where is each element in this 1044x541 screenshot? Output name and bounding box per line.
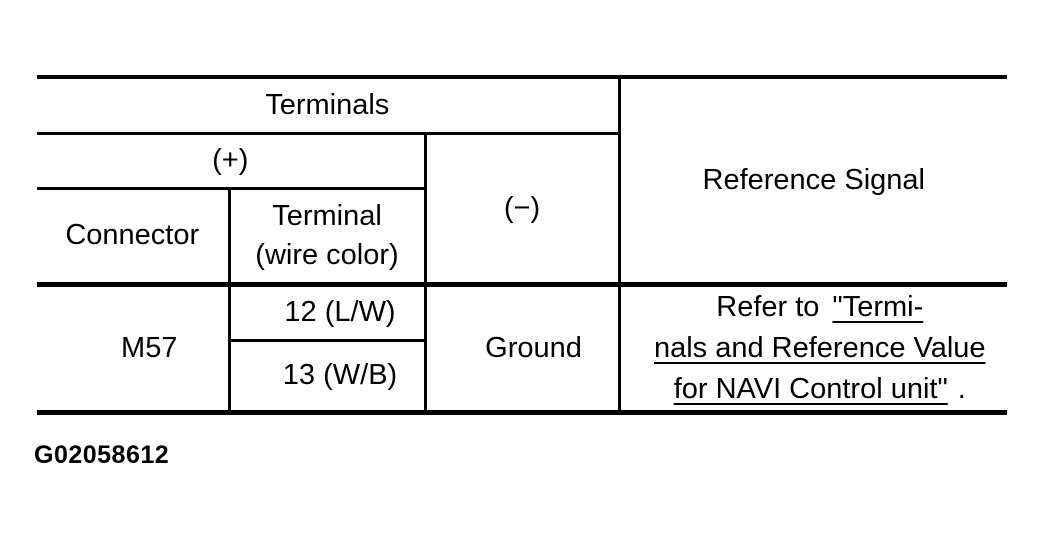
reference-signal-value-cell: Refer to "Termi- nals and Reference Value… [617, 281, 1008, 412]
reference-signal-header-cell: Reference Signal [617, 77, 1008, 284]
reference-text-line2: nals and Reference Value [635, 328, 1006, 369]
terminal-wire-color-line2: (wire color) [255, 238, 399, 271]
figure-id-label: G02058612 [34, 441, 170, 469]
ground-cell: Ground [423, 281, 620, 412]
terminals-reference-value-link[interactable]: nals and Reference Value [653, 331, 986, 364]
reference-text-line1: Refer to "Termi- [635, 289, 1006, 328]
terminal-13-cell: 13 (W/B) [227, 340, 425, 412]
minus-header-cell: (−) [423, 133, 620, 284]
terminals-reference-value-link[interactable]: for NAVI Control unit" [673, 372, 948, 405]
reference-text-line3: for NAVI Control unit". [635, 369, 1006, 410]
reference-text-suffix: . [957, 372, 966, 405]
connector-value-cell: M57 [37, 281, 229, 412]
terminal-wire-color-header-cell: Terminal (wire color) [227, 188, 425, 284]
terminals-header-cell: Terminals [37, 77, 620, 135]
terminals-reference-value-link[interactable]: "Termi- [832, 290, 924, 323]
connector-header-cell: Connector [65, 219, 200, 251]
terminal-wire-color-line1: Terminal [272, 199, 382, 232]
terminals-reference-table: Terminals Reference Signal (+) (−) Conne… [37, 75, 1008, 415]
plus-header-cell: (+) [37, 133, 425, 190]
reference-text-prefix: Refer to [716, 290, 820, 323]
terminal-12-cell: 12 (L/W) [227, 281, 425, 342]
